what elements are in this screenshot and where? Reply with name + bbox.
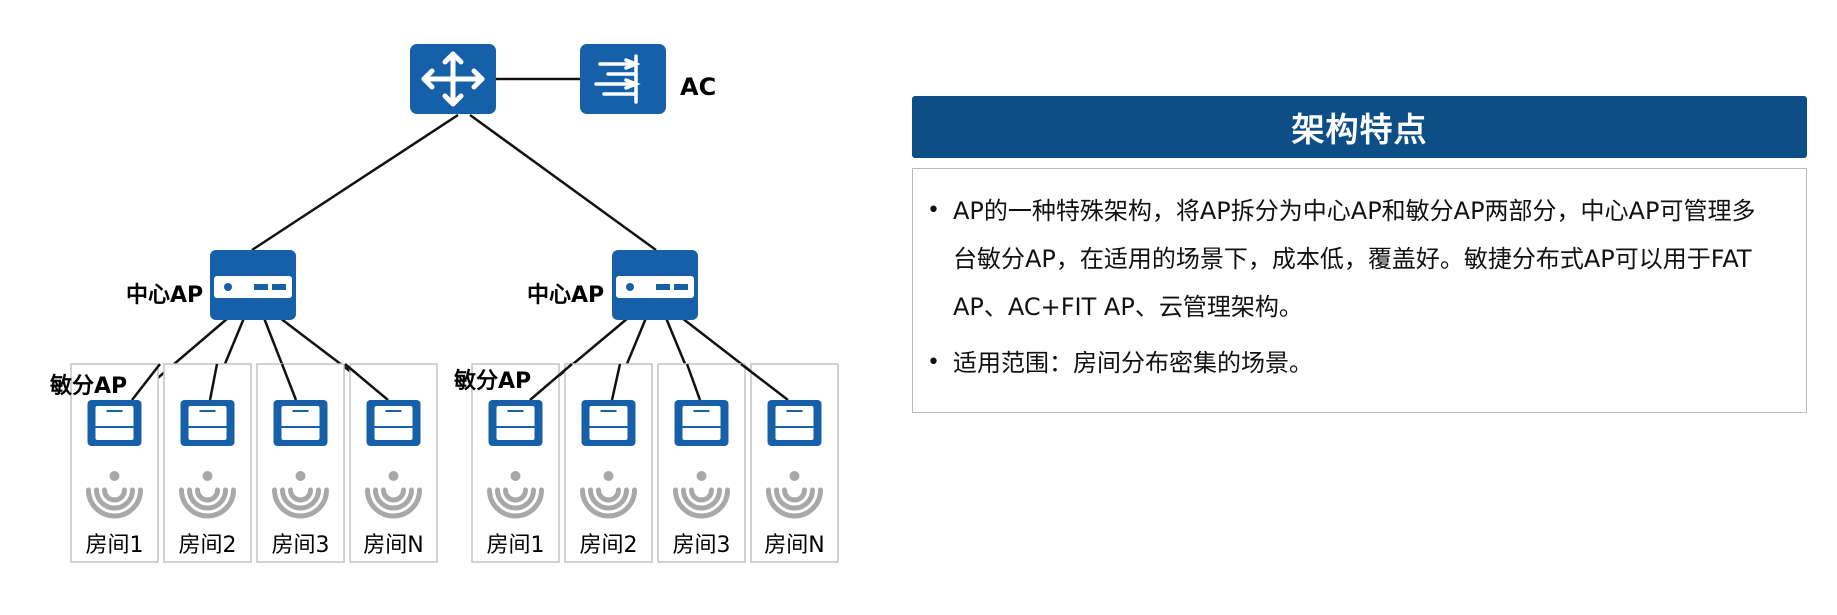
center-ap-label: 中心AP <box>126 283 203 308</box>
remote-ap-icon <box>767 400 822 446</box>
link-segment <box>740 363 789 401</box>
architecture-panel: 架构特点 • AP的一种特殊架构，将AP拆分为中心AP和敏分AP两部分，中心AP… <box>912 96 1807 413</box>
room-label: 房间2 <box>580 533 638 558</box>
remote-ap-icon <box>581 400 636 446</box>
room-box <box>657 363 746 563</box>
room-label: 房间3 <box>673 533 731 558</box>
bullet-dot: • <box>927 198 940 223</box>
wifi-icon <box>580 471 637 519</box>
room-label: 房间N <box>764 533 824 558</box>
remote-ap-icon <box>488 400 543 446</box>
ac-label: AC <box>680 73 716 101</box>
room-label: 房间1 <box>86 533 144 558</box>
room-label: 房间1 <box>487 533 545 558</box>
link-segment <box>529 363 573 401</box>
remote-ap-icon <box>87 400 142 446</box>
panel-title: 架构特点 <box>912 96 1807 158</box>
room-box <box>564 363 653 563</box>
center-ap-icon <box>612 250 698 320</box>
link-segment <box>344 363 389 401</box>
wifi-icon <box>673 471 730 519</box>
link-segment <box>131 363 161 401</box>
wifi-icon <box>766 471 823 519</box>
center-ap-icon <box>210 250 296 320</box>
room-box <box>70 363 159 563</box>
wifi-icon <box>179 471 236 519</box>
room-box <box>471 363 560 563</box>
connection-lines-over <box>131 363 789 401</box>
remote-ap-label: 敏分AP <box>49 373 127 399</box>
bullet-text: AP的一种特殊架构，将AP拆分为中心AP和敏分AP两部分，中心AP可管理多台敏分… <box>953 197 1756 321</box>
link-segment <box>208 363 219 401</box>
remote-ap-icon <box>180 400 235 446</box>
remote-ap-icon <box>273 400 328 446</box>
ac-controller-icon <box>580 44 666 114</box>
panel-body: • AP的一种特殊架构，将AP拆分为中心AP和敏分AP两部分，中心AP可管理多台… <box>912 168 1807 413</box>
center-ap-label: 中心AP <box>527 283 604 308</box>
room-box <box>750 363 839 563</box>
room-label: 房间N <box>363 533 423 558</box>
wifi-icon <box>272 471 329 519</box>
room-label: 房间3 <box>272 533 330 558</box>
bullet-text: 适用范围：房间分布密集的场景。 <box>953 349 1313 377</box>
remote-ap-icon <box>674 400 729 446</box>
room-box <box>256 363 345 563</box>
link-router-center-ap-1 <box>251 113 459 252</box>
remote-ap-layer: 房间1 房间2 房间3 房间N 房间1 房间2 房间3 房间N <box>86 400 825 558</box>
connection-lines <box>131 77 789 401</box>
bullet-dot: • <box>927 350 940 375</box>
room-box <box>349 363 438 563</box>
router-icon <box>410 44 496 114</box>
bullet-item: • 适用范围：房间分布密集的场景。 <box>927 339 1776 387</box>
link-segment <box>685 363 702 401</box>
wifi-icon <box>86 471 143 519</box>
wifi-icon <box>487 471 544 519</box>
bullet-item: • AP的一种特殊架构，将AP拆分为中心AP和敏分AP两部分，中心AP可管理多台… <box>927 187 1776 331</box>
room-box <box>163 363 252 563</box>
link-router-center-ap-2 <box>469 113 657 252</box>
remote-ap-label: 敏分AP <box>453 368 531 394</box>
room-label: 房间2 <box>179 533 237 558</box>
link-segment <box>610 363 622 401</box>
wifi-icon <box>365 471 422 519</box>
room-boxes <box>70 363 839 563</box>
remote-ap-icon <box>366 400 421 446</box>
link-segment <box>280 363 298 401</box>
